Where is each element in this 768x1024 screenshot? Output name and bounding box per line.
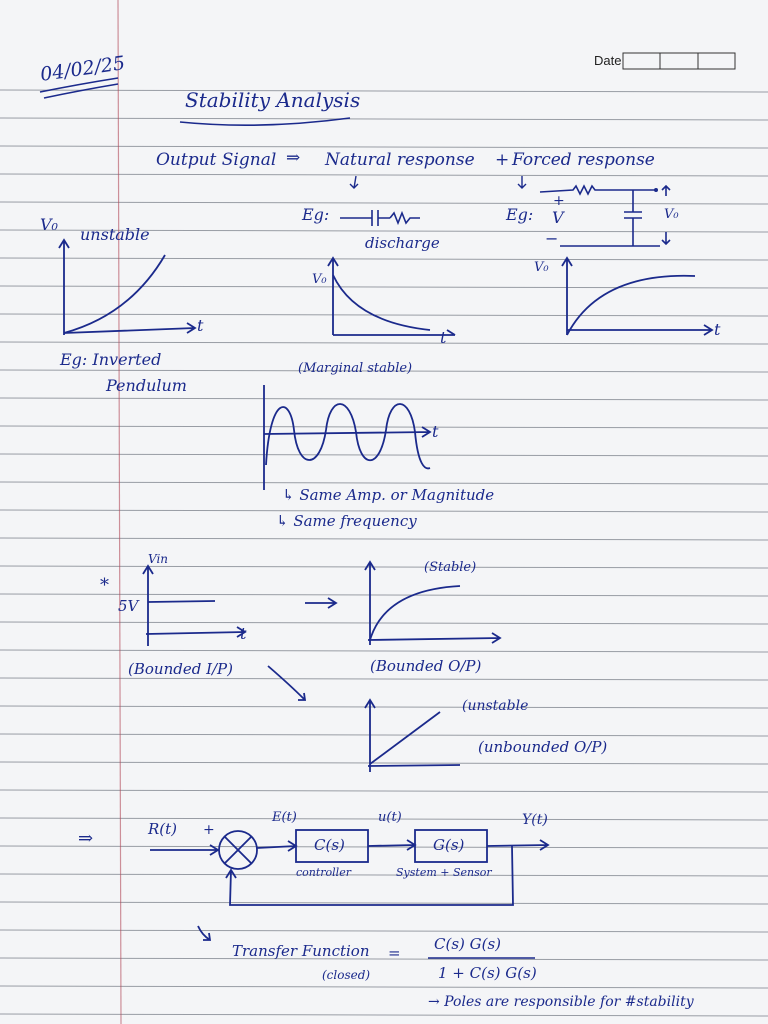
bounded-input-caption: (Bounded I/P)	[128, 660, 233, 678]
eg3-minus: −	[545, 229, 559, 248]
tf-equals: =	[388, 944, 401, 962]
page-title: Stability Analysis	[185, 88, 361, 112]
eg2-label: Eg:	[302, 205, 330, 224]
unbounded-output-caption: (unbounded O/P)	[478, 738, 608, 756]
eg3-t-label: t	[714, 320, 721, 339]
stable-label: (Stable)	[424, 560, 477, 575]
control-signal-label: u(t)	[378, 810, 402, 825]
poles-note: → Poles are responsible for #stability	[428, 994, 694, 1010]
marginal-t-label: t	[432, 422, 439, 441]
eg3-y-label: V₀	[534, 260, 549, 275]
controller-block: C(s)	[314, 836, 345, 854]
input-t-label: t	[240, 624, 247, 643]
input-signal-label: R(t)	[148, 820, 178, 838]
transfer-function-label: Transfer Function	[232, 942, 370, 960]
equation-plus: +	[495, 150, 510, 170]
eg1-caption-line1: Eg: Inverted	[60, 350, 162, 369]
closed-loop-label: (closed)	[322, 968, 371, 982]
output-signal-label: Y(t)	[522, 812, 548, 828]
margin-line	[117, 0, 122, 1024]
eg2-y-label: V₀	[312, 272, 327, 287]
summing-plus: +	[203, 822, 215, 838]
error-label: E(t)	[272, 810, 297, 825]
tf-numerator: C(s) G(s)	[434, 935, 502, 953]
input-level-label: 5V	[118, 597, 139, 615]
bounded-output-caption: (Bounded O/P)	[370, 657, 482, 675]
marginal-caption: (Marginal stable)	[298, 361, 413, 376]
same-amplitude-note: ↳ Same Amp. or Magnitude	[282, 486, 495, 504]
eg1-y-label: V₀	[40, 215, 58, 234]
star-mark: *	[100, 575, 109, 596]
eg1-caption-line2: Pendulum	[106, 376, 187, 395]
equation-lhs: Output Signal	[156, 150, 277, 170]
date-label: Date	[594, 53, 622, 68]
same-frequency-note: ↳ Same frequency	[276, 512, 417, 530]
eg3-plus: +	[553, 193, 565, 209]
eg3-label: Eg:	[506, 205, 534, 224]
eg2-discharge-label: discharge	[365, 234, 440, 252]
eg1-unstable-label: unstable	[80, 225, 150, 244]
natural-response: Natural response	[325, 150, 475, 170]
vin-label: Vin	[148, 552, 169, 566]
forced-response: Forced response	[512, 150, 655, 170]
eg3-vo-label: V₀	[664, 207, 679, 222]
plant-caption: System + Sensor	[396, 866, 492, 879]
eg2-t-label: t	[440, 328, 447, 347]
equation-arrow: ⇒	[286, 148, 301, 168]
plant-block: G(s)	[433, 836, 465, 854]
eg3-v-label: V	[552, 208, 564, 227]
tf-denominator: 1 + C(s) G(s)	[438, 964, 537, 982]
controller-caption: controller	[296, 866, 351, 879]
unstable-label: (unstable	[462, 698, 529, 714]
date-boxes	[622, 52, 736, 70]
block-arrow-mark: ⇒	[78, 828, 94, 849]
eg1-t-label: t	[197, 316, 204, 335]
